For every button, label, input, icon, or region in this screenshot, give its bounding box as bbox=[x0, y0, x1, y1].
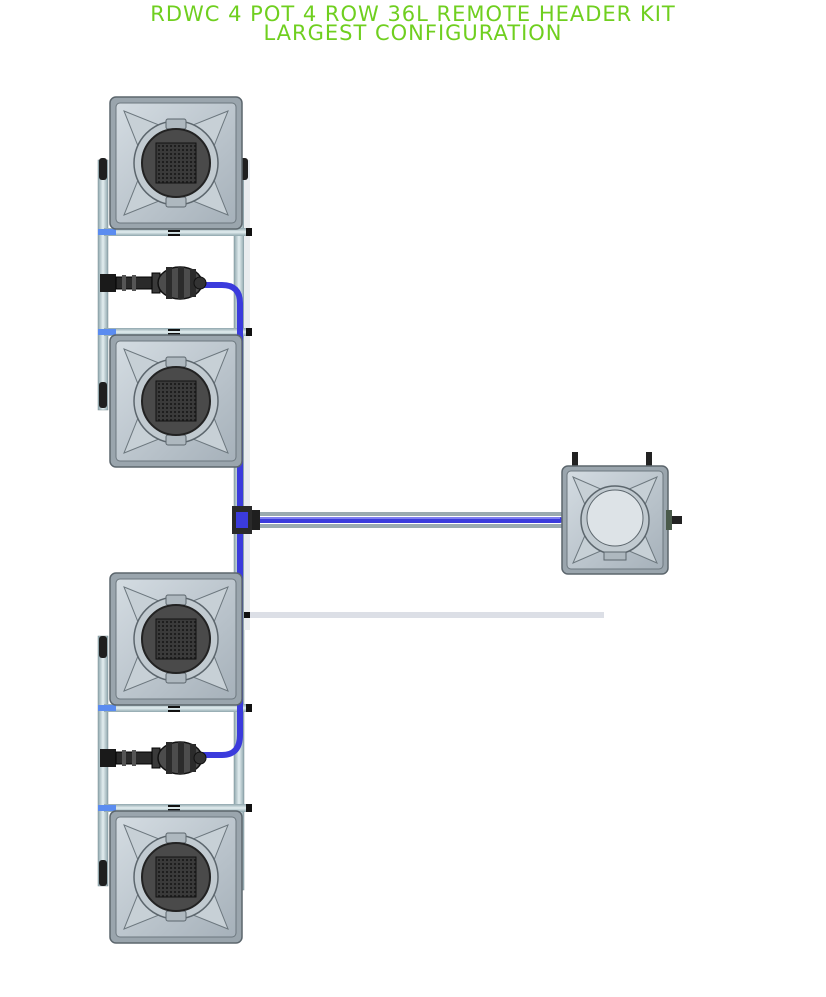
pot-4 bbox=[109, 810, 243, 944]
pot-2 bbox=[109, 334, 243, 468]
pump-2 bbox=[99, 741, 207, 775]
pot-3 bbox=[109, 572, 243, 706]
row-connectors bbox=[98, 228, 252, 812]
title-line-1: RDWC 4 POT 4 ROW 36L REMOTE HEADER KIT bbox=[150, 2, 676, 26]
pump-1 bbox=[99, 266, 207, 300]
header-tank bbox=[561, 452, 682, 575]
pot-1 bbox=[109, 96, 243, 230]
left-connector-pipes bbox=[97, 158, 109, 887]
tee-junction bbox=[232, 506, 260, 534]
header-feed-pipe-lower bbox=[250, 524, 562, 528]
drain-line bbox=[250, 612, 604, 618]
header-feed-pipe bbox=[250, 512, 562, 516]
title-line-2: LARGEST CONFIGURATION bbox=[263, 21, 563, 45]
